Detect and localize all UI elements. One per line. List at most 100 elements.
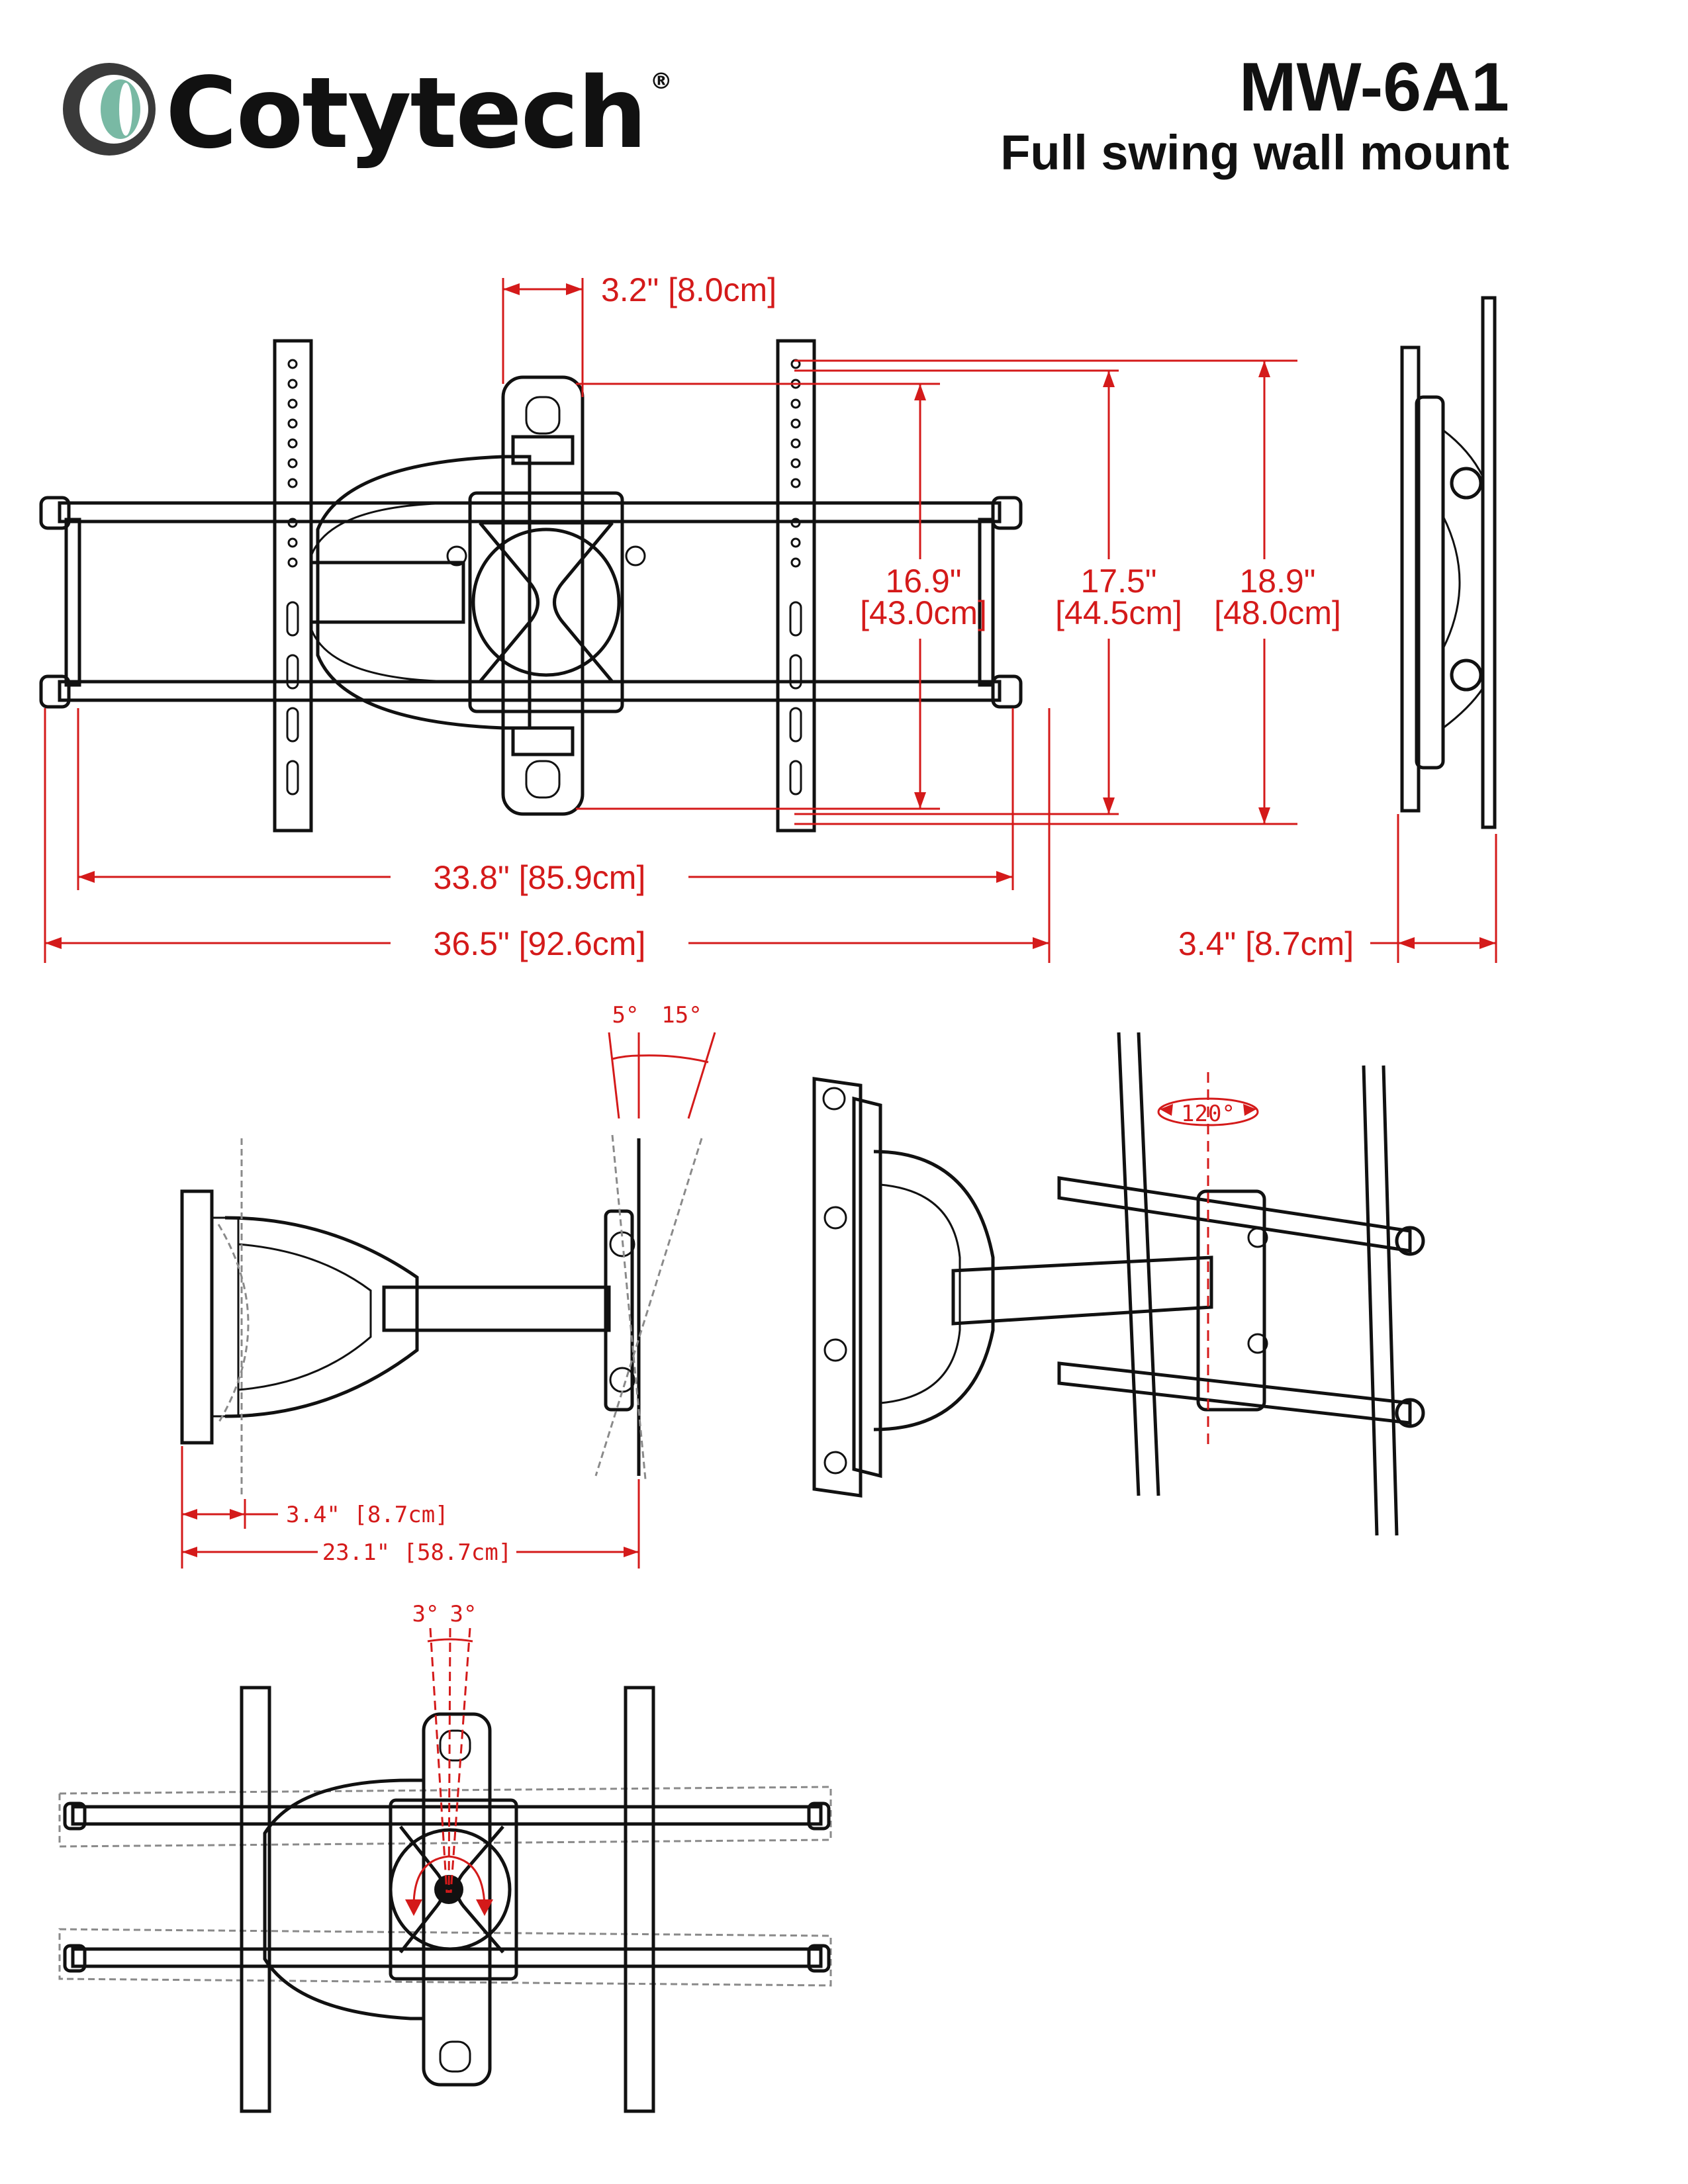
dim-arrow: [914, 792, 926, 809]
front-arm-link: [309, 561, 465, 624]
front-head-disc: [471, 527, 621, 677]
profile-cable: [1442, 516, 1461, 649]
dim-arrow: [182, 1547, 197, 1557]
dim-height-a-in: 16.9": [885, 563, 961, 600]
dim-arrow: [1258, 807, 1270, 824]
swivel-plate-hole: [823, 1206, 847, 1230]
rotation-wall-slot: [439, 1729, 471, 1762]
dim-min-depth: 3.4" [8.7cm]: [286, 1502, 449, 1528]
dim-rotation-axis: [447, 1627, 451, 1893]
dim-rotation-top-arc: [427, 1638, 473, 1643]
tilt-down-ghost: [611, 1134, 647, 1480]
dim-rotation-right: [449, 1627, 471, 1893]
rotation-ghost-top: [58, 1786, 832, 1848]
dim-hole-offset: 3.2" [8.0cm]: [601, 271, 776, 308]
front-head-bolt-r: [625, 545, 646, 567]
front-wall-bolt-bottom: [511, 726, 575, 756]
dim-arrow: [1258, 361, 1270, 377]
dim-rotation-left: [429, 1627, 448, 1893]
dim-arrow: [503, 283, 520, 295]
tilt-arm-outer: [224, 1216, 419, 1418]
swivel-extension-arm: [951, 1255, 1213, 1326]
front-head-cross: [479, 521, 614, 684]
model-description: Full swing wall mount: [1000, 125, 1509, 180]
profile-tv-bracket: [1481, 296, 1497, 829]
dim-arrow: [1160, 1104, 1173, 1116]
front-wall-slot-top: [525, 396, 561, 435]
dim-tilt-up-arc: [638, 1054, 709, 1064]
dim-height-b-in: 17.5": [1080, 563, 1156, 600]
rotation-bracket-left: [240, 1686, 271, 2113]
dim-rotation-arc: [412, 1855, 486, 1907]
swivel-plate-hole: [823, 1338, 847, 1362]
swivel-wall-plate-edge: [852, 1096, 882, 1479]
cotytech-logo-icon: [63, 63, 156, 156]
front-view-dimensions: 3.2" [8.0cm] 16.9" [43.0cm] 17.5" [44.5c…: [44, 271, 1341, 963]
rotation-view-drawing: [58, 1686, 832, 2113]
tilt-wall-plate: [180, 1189, 214, 1445]
dim-height-c-in: 18.9": [1239, 563, 1315, 600]
dim-height-a-cm: [43.0cm]: [860, 594, 987, 631]
dim-arrow: [1103, 797, 1115, 814]
dim-arrow: [476, 1899, 493, 1916]
dim-profile-depth: 3.4" [8.7cm]: [1178, 925, 1354, 962]
registered-mark: ®: [649, 68, 673, 95]
rotation-pivot: [434, 1875, 463, 1904]
swivel-head-knob: [1247, 1333, 1268, 1354]
front-rail-cap-tl: [39, 496, 71, 530]
dim-arrow: [566, 283, 583, 295]
front-bracket-right: [776, 339, 816, 833]
profile-knob-bottom: [1450, 659, 1483, 692]
swivel-plate-hole: [823, 1451, 847, 1475]
front-view-drawing: [39, 339, 1023, 833]
front-wall-plate: [501, 375, 585, 816]
tilt-arm-folded-ghost: [217, 1224, 250, 1424]
dim-arrow: [405, 1899, 422, 1916]
rotation-rail-cap: [807, 1944, 831, 1973]
front-wall-slot-bottom: [525, 760, 561, 799]
swivel-rail-bottom: [1057, 1361, 1412, 1425]
side-profile-drawing: [1400, 296, 1497, 829]
dim-rotation-right-label: 3°: [450, 1601, 477, 1627]
dim-width-outer: 36.5" [92.6cm]: [434, 925, 646, 962]
front-head-bolt-l: [446, 545, 467, 567]
dim-swivel: 120°: [1181, 1101, 1235, 1127]
dim-arrow: [914, 384, 926, 400]
profile-wall-plate: [1400, 345, 1421, 813]
swivel-head-knob: [1247, 1227, 1268, 1248]
rotation-dimensions: 3° 3°: [405, 1601, 493, 1916]
swivel-arm-outer: [873, 1150, 995, 1432]
swivel-arm-inner: [880, 1183, 961, 1404]
rotation-rail-cap: [807, 1801, 831, 1831]
dim-tilt-up: 15°: [661, 1002, 702, 1028]
swivel-bracket-left: [1117, 1032, 1141, 1496]
tilt-up-ghost: [594, 1138, 703, 1477]
dim-arrow: [182, 1509, 197, 1520]
brand-header: Cotytech®: [60, 46, 673, 179]
rotation-rail-cap: [63, 1944, 87, 1973]
swivel-rail-top: [1057, 1176, 1412, 1253]
swivel-rail-cap: [1395, 1398, 1425, 1428]
swivel-bracket-right-edge: [1382, 1065, 1399, 1536]
dim-max-extension: 23.1" [58.7cm]: [322, 1539, 512, 1566]
front-arm-curve: [310, 502, 464, 683]
dim-tilt-down: 5°: [612, 1002, 639, 1028]
front-arm-outline: [316, 455, 532, 730]
dim-tilt-down-line: [608, 1032, 620, 1119]
swivel-head: [1196, 1189, 1266, 1412]
dim-tilt-down-arc: [612, 1054, 639, 1060]
front-rail-cap-br: [991, 674, 1023, 709]
rotation-rail-bottom: [71, 1947, 823, 1968]
rotation-rail-cap: [63, 1801, 87, 1831]
rotation-wall-slot: [439, 2040, 471, 2073]
profile-head: [1415, 395, 1445, 770]
dim-arrow: [1103, 371, 1115, 387]
dim-height-c-cm: [48.0cm]: [1214, 594, 1341, 631]
rotation-arm-outline: [263, 1778, 426, 2021]
swivel-bracket-left-edge: [1137, 1032, 1160, 1496]
dim-arrow: [624, 1547, 639, 1557]
dim-arrow: [1033, 937, 1049, 949]
tilt-arm-inner: [238, 1243, 372, 1391]
dim-arrow: [1479, 937, 1496, 949]
dim-arrow: [1398, 937, 1415, 949]
